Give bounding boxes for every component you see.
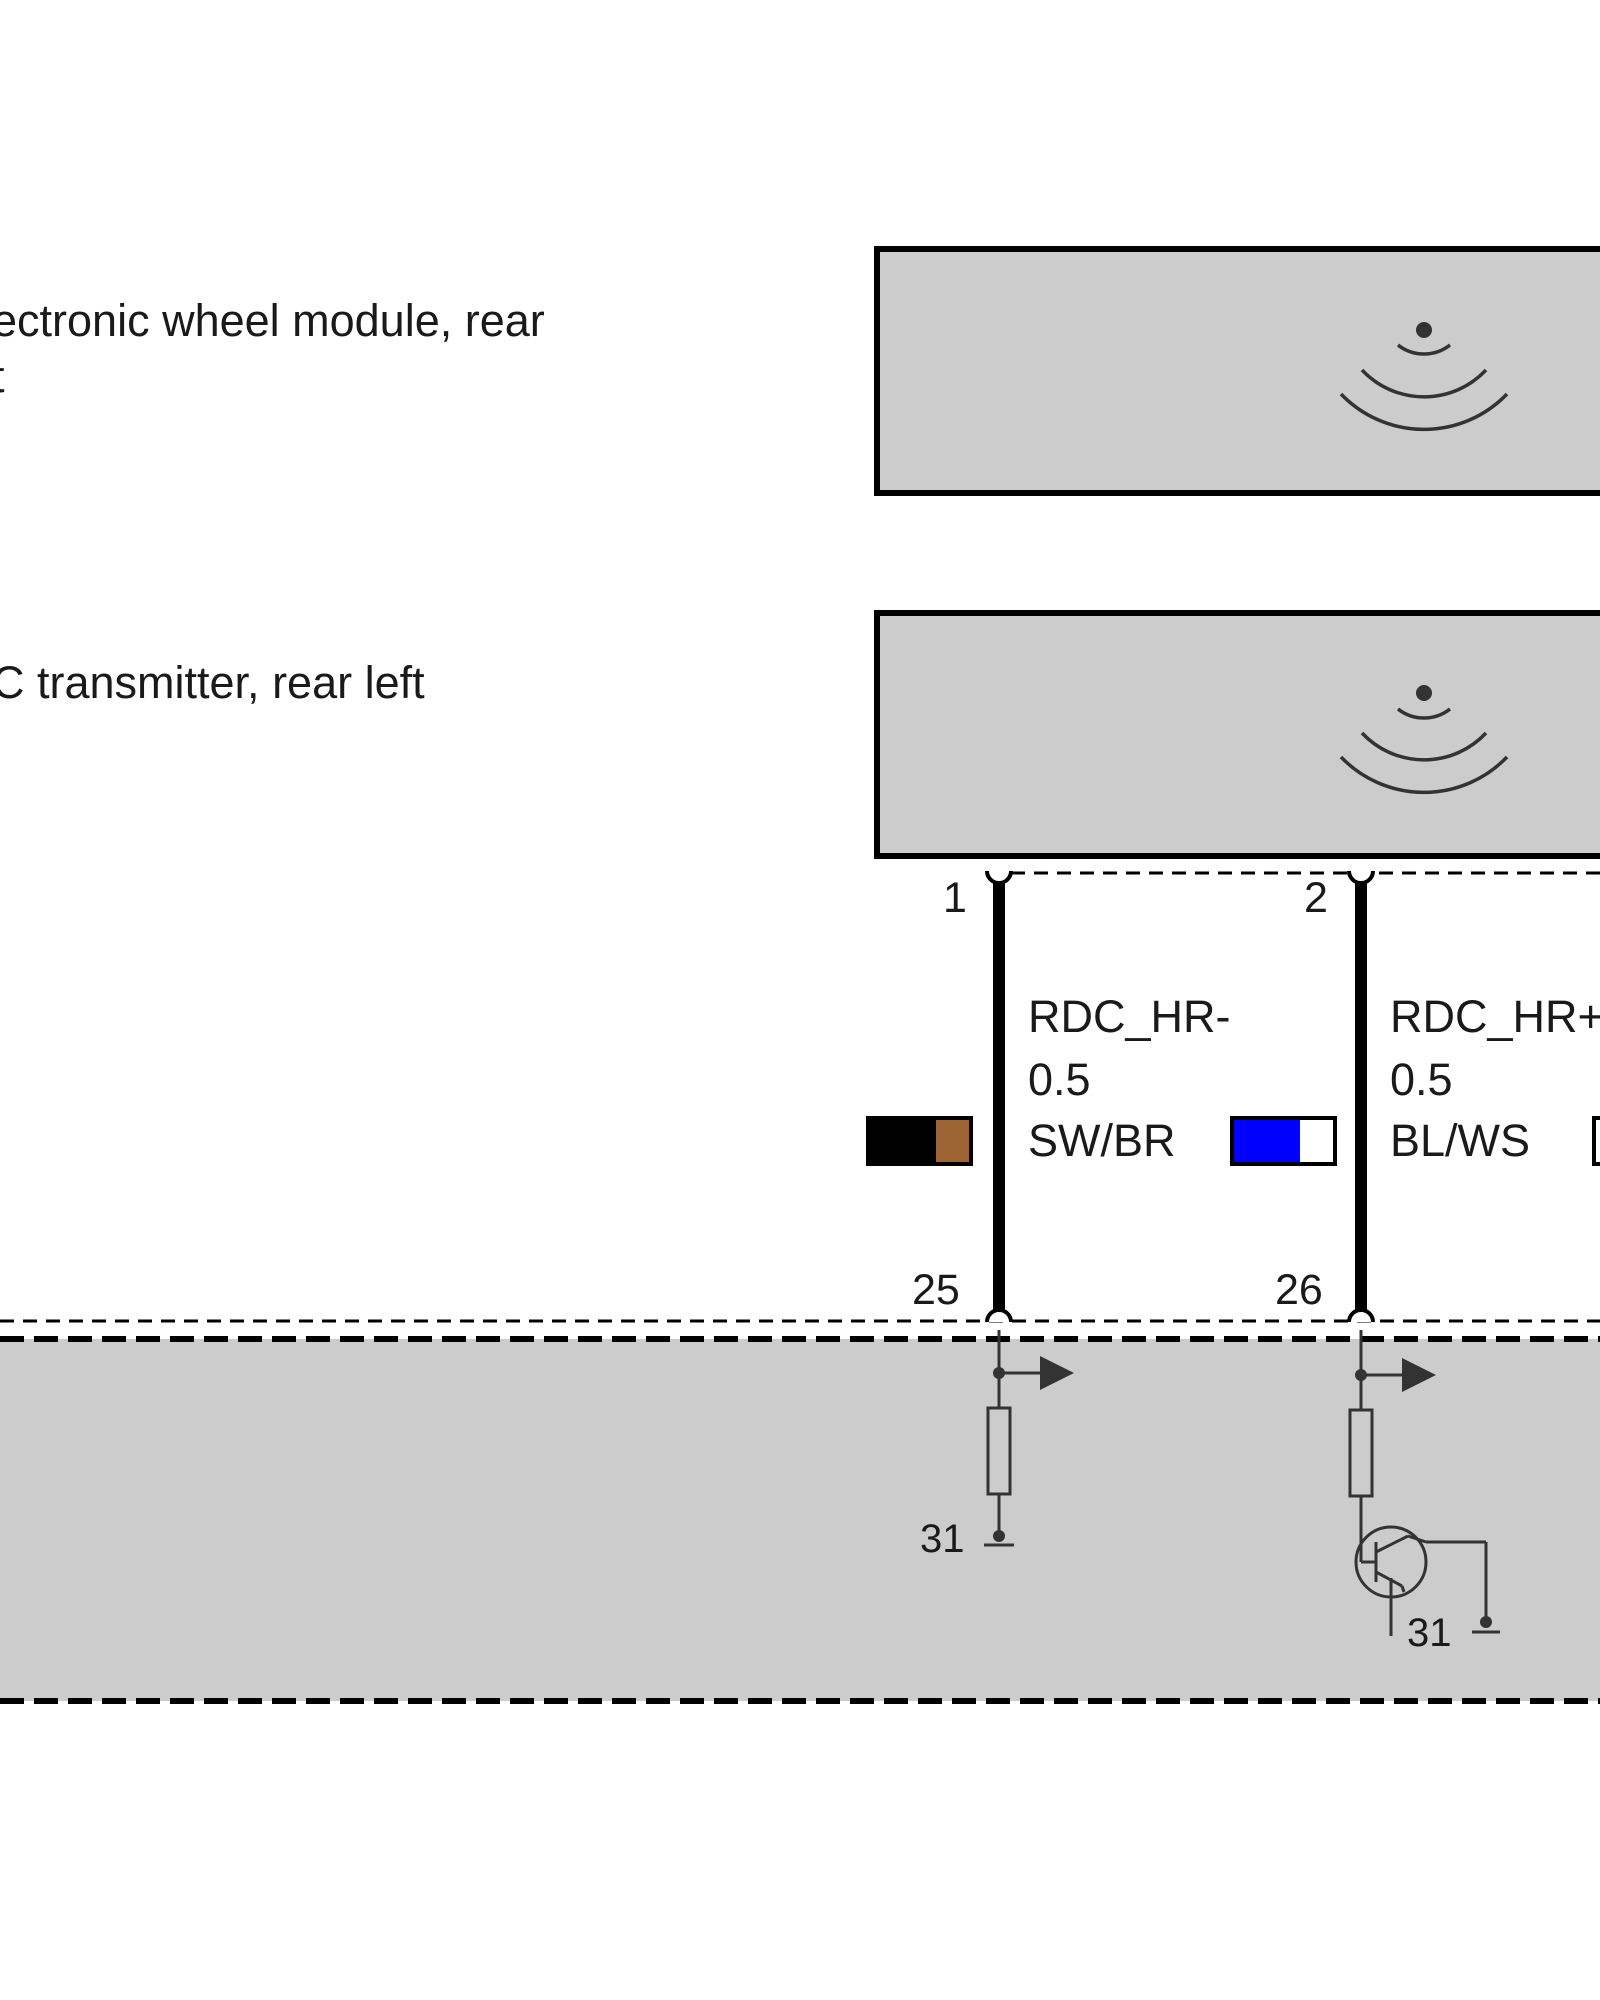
- wireless-signal-icon: [1339, 322, 1509, 432]
- pin-26-terminal: [1347, 1308, 1375, 1323]
- wheel-module-label: ectronic wheel module, rear: [0, 295, 545, 346]
- wire-cross-section: 0.5: [1390, 1054, 1453, 1105]
- pin-number: 2: [1304, 874, 1328, 922]
- signal-arrow-icon: [1402, 1358, 1436, 1392]
- pin-number: 26: [1275, 1266, 1323, 1314]
- resistor-symbol: [986, 1406, 1012, 1496]
- control-unit-box: [0, 1319, 1600, 1704]
- wire-color-swatch: [1230, 1116, 1337, 1166]
- pin-1-terminal: [985, 870, 1013, 885]
- wire-color-swatch: [866, 1116, 973, 1166]
- resistor-symbol: [1348, 1408, 1374, 1498]
- signal-arrow-icon: [1040, 1356, 1074, 1390]
- wire-rdc-hr-minus: [985, 870, 1013, 1323]
- pin-25-terminal: [985, 1308, 1013, 1323]
- wire-cross-section: 0.5: [1028, 1054, 1091, 1105]
- transistor-circuit: [1348, 1330, 1500, 1636]
- pin-number: 1: [943, 874, 967, 922]
- wireless-signal-icon: [1339, 685, 1509, 795]
- wire-color-code: BL/WS: [1390, 1115, 1530, 1166]
- wire-signal-name: RDC_HR-: [1028, 991, 1231, 1042]
- pin-2-terminal: [1347, 870, 1375, 885]
- wire-signal-name: RDC_HR+: [1390, 991, 1600, 1042]
- wheel-module-label-line2: t: [0, 351, 5, 402]
- ground-label: 31: [1407, 1611, 1452, 1655]
- ground-label: 31: [920, 1517, 965, 1561]
- rdc-transmitter-label: C transmitter, rear left: [0, 657, 425, 708]
- wire-rdc-hr-plus: [1347, 870, 1375, 1323]
- wheel-module-box: [874, 246, 1600, 496]
- wire-color-code: SW/BR: [1028, 1115, 1176, 1166]
- resistor-circuit: [984, 1330, 1074, 1547]
- pin-number: 25: [912, 1266, 960, 1314]
- wire-color-swatch-partial: [1592, 1116, 1600, 1166]
- rdc-transmitter-box: [874, 610, 1600, 859]
